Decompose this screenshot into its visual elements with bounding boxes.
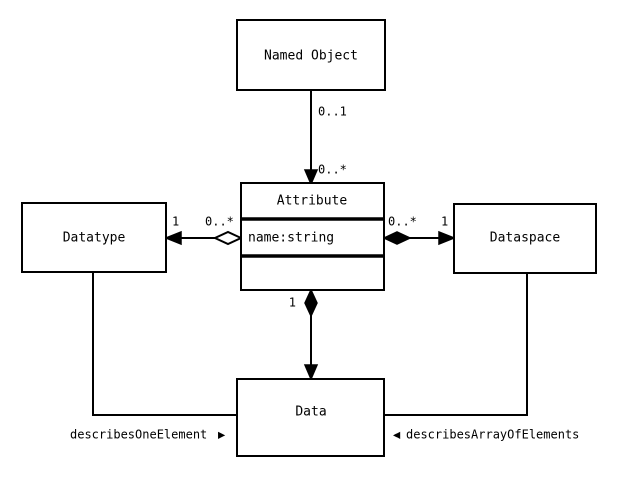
edge-datatype-data-line [92,272,237,416]
class-dataspace-title: Dataspace [490,231,561,246]
class-named-object[interactable]: Named Object [236,19,386,91]
edge-attribute-datatype [163,230,244,246]
edge-datatype-data [92,272,237,416]
composition-diamond-data [304,288,318,318]
navigation-arrow-right-icon: ▶ [218,428,226,442]
edge-dataspace-data-line [384,273,528,416]
class-datatype-title: Datatype [63,231,126,246]
label-describes-one-element: describesOneElement [70,428,207,442]
composition-diamond-dataspace [382,231,412,245]
edge-dataspace-data [384,273,528,416]
arrowhead-down-attribute [303,169,319,186]
class-data-body[interactable] [236,378,385,457]
class-dataspace[interactable]: Dataspace [453,203,597,274]
navigation-arrow-left-icon: ◀ [393,428,401,442]
multiplicity-attribute-right: 0..* [388,215,417,229]
class-attribute[interactable]: Attribute name:string [240,182,385,291]
class-datatype-body[interactable] [21,202,167,273]
edge-attribute-dataspace [382,230,457,246]
class-attribute-field-name: name:string [248,231,334,246]
class-data-title: Data [295,405,326,420]
multiplicity-dataspace-end: 1 [441,215,448,229]
multiplicity-attribute-bottom: 1 [289,296,296,310]
label-describes-array-of-elements: describesArrayOfElements [406,428,579,442]
class-attribute-body[interactable] [240,182,385,291]
multiplicity-attribute-top: 0..* [318,163,347,177]
arrowhead-right-dataspace [438,230,457,246]
class-named-object-body[interactable] [236,19,386,91]
edge-attribute-data [303,288,319,381]
class-datatype[interactable]: Datatype [21,202,167,273]
aggregation-diamond-datatype [212,230,244,246]
multiplicity-datatype-end: 1 [172,215,179,229]
arrowhead-down-data [303,364,319,381]
multiplicity-named-object: 0..1 [318,105,347,119]
class-named-object-title: Named Object [264,49,358,64]
arrowhead-left-datatype [163,230,182,246]
multiplicity-attribute-left: 0..* [205,215,234,229]
edge-namedobject-attribute [303,90,319,186]
class-dataspace-body[interactable] [453,203,597,274]
class-data[interactable]: Data [236,378,385,457]
class-attribute-title: Attribute [277,194,348,209]
